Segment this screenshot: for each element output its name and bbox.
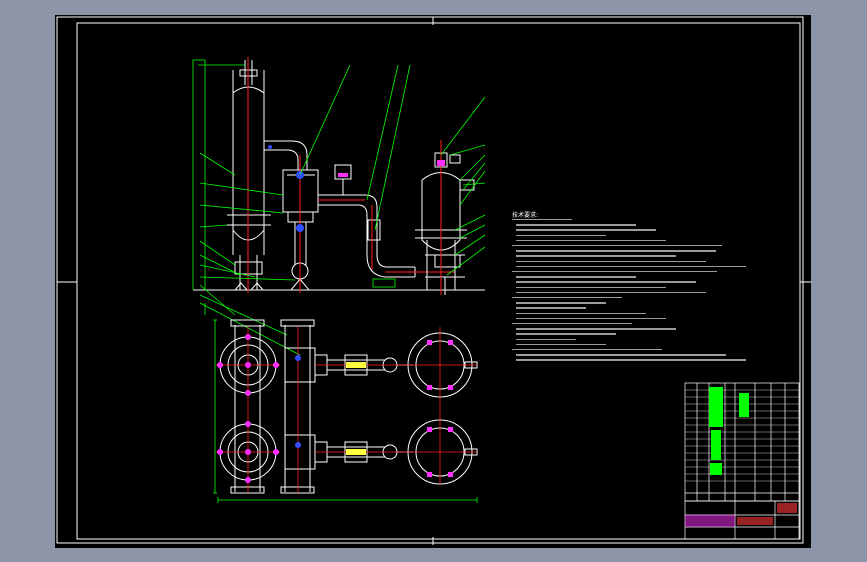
notes-heading: 技术要求: [512,212,539,219]
notes-line [516,250,716,252]
notes-line [516,265,746,268]
notes-line [512,323,632,325]
notes-line [516,328,676,330]
cad-drawing [56,16,811,545]
inner-frame [76,22,801,540]
notes-line [512,297,622,299]
notes-line [516,234,606,236]
notes-line [516,359,746,361]
notes-line [512,349,662,351]
notes-line [516,276,636,278]
notes-line [516,229,656,231]
notes-line [516,260,706,262]
notes-line [516,286,666,288]
leader-lines [192,59,486,356]
notes-line [516,224,636,226]
notes-line [516,343,606,346]
notes-line [516,307,586,309]
notes-line [516,333,616,335]
plan-view [219,319,478,494]
cad-viewport[interactable]: 技术要求: [55,15,811,548]
notes-line [512,245,722,247]
notes-line [516,255,676,257]
notes-line [516,338,576,340]
notes-line [516,354,726,356]
notes-line [512,271,717,273]
tall-column [227,60,271,291]
notes-line [516,312,646,314]
notes-line [516,302,606,304]
notes-line [516,291,706,294]
notes-line [512,219,572,221]
notes-line [516,281,696,283]
outer-frame [56,16,804,544]
notes-line [516,239,666,242]
notes-line [516,317,666,320]
